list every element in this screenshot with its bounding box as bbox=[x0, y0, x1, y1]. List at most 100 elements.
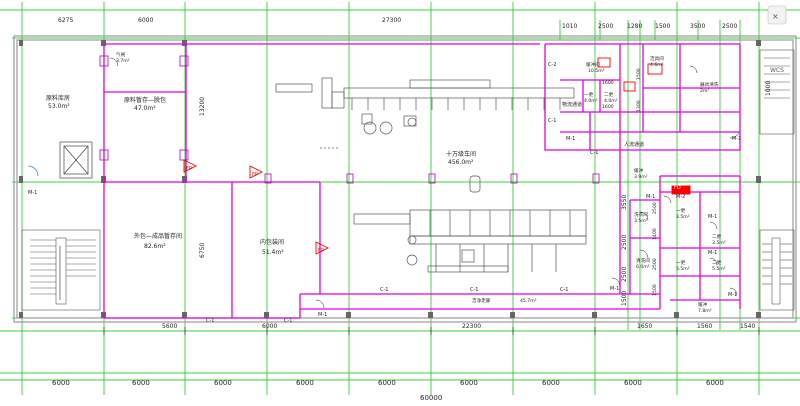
dim-bottom1-1: 6000 bbox=[262, 323, 277, 330]
stairwell-left bbox=[21, 229, 101, 311]
room-rb5-area: 2m² bbox=[700, 88, 709, 94]
dim-side-right-2: 2500 bbox=[621, 235, 628, 250]
dim-bottom1-3: 1650 bbox=[637, 323, 652, 330]
room-rb5-name: 器具清洗 bbox=[700, 81, 719, 88]
clean-partitions bbox=[103, 43, 741, 319]
room-rb2-name: 一更 bbox=[584, 92, 594, 98]
dim-bottom1-4: 1560 bbox=[697, 323, 712, 330]
dim-side-right-3: 2500 bbox=[621, 267, 628, 282]
viewer-close-icon[interactable]: × bbox=[772, 12, 779, 21]
column-markers bbox=[264, 173, 600, 184]
label-material-corridor: 物流通道 bbox=[562, 101, 582, 108]
dim-bottom2-3: 6000 bbox=[296, 379, 314, 387]
dim-bottom1-2: 22300 bbox=[462, 323, 481, 330]
dim-inner-5: 1400 bbox=[652, 228, 658, 240]
axis-ticks bbox=[103, 327, 760, 335]
dim-bottom2-2: 6000 bbox=[214, 379, 232, 387]
room-corridor-area: 45.7m² bbox=[520, 298, 537, 304]
room-unpack-area: 47.0m² bbox=[134, 105, 156, 112]
door-code-2: M-1 bbox=[318, 312, 327, 318]
window-code-2: C-1 bbox=[470, 287, 478, 293]
window-code-6: C-1 bbox=[590, 150, 598, 156]
room-rb8-area: 6.0m² bbox=[636, 264, 650, 270]
room-rb3-area: 4.0m² bbox=[604, 98, 618, 104]
dim-top-8: 2500 bbox=[722, 23, 737, 30]
window-code-7: C-2 bbox=[548, 62, 556, 68]
stairwell-right-top bbox=[759, 49, 795, 135]
pass-box-text-3: FP bbox=[318, 248, 324, 254]
room-rb2-area: 4.0m² bbox=[584, 98, 598, 104]
window-code-3: C-1 bbox=[560, 287, 568, 293]
dim-inner-4: 2500 bbox=[652, 202, 658, 214]
room-rb10-area: 3.5m² bbox=[712, 240, 726, 246]
dim-bottom2-5: 6000 bbox=[460, 379, 478, 387]
room-rb1-area: 10.5m² bbox=[588, 68, 605, 74]
dim-bottom2-7: 6000 bbox=[624, 379, 642, 387]
room-rb6-name: 缓冲 bbox=[634, 167, 644, 174]
room-corridor-name: 洁净走廊 bbox=[472, 297, 491, 304]
dim-top-1: 6000 bbox=[138, 17, 153, 24]
room-archive-name: 原料库房 bbox=[46, 94, 70, 102]
room-rb6-area: 3.9m² bbox=[634, 174, 648, 180]
dim-bottom2-8: 6000 bbox=[706, 379, 724, 387]
door-swings bbox=[27, 127, 741, 177]
door-code-4: M-1 bbox=[732, 136, 741, 142]
room-rb11-name: 一更 bbox=[676, 260, 686, 266]
door-swings-black bbox=[109, 57, 738, 309]
dim-bottom2-0: 6000 bbox=[52, 379, 70, 387]
room-rb8-name: 清洗间 bbox=[636, 257, 650, 264]
pass-box-text-2: FP bbox=[252, 172, 258, 178]
dim-side-right-4: 1500 bbox=[621, 291, 628, 306]
viewer-wcs-label[interactable]: WCS bbox=[770, 67, 784, 74]
door-code-5: M-1 bbox=[646, 194, 655, 200]
door-code-7: M-1 bbox=[708, 250, 717, 256]
room-inner-area: 51.4m² bbox=[262, 249, 284, 256]
room-outer-name: 外包—成品暂存间 bbox=[134, 232, 182, 240]
room-rb13-name: 缓冲 bbox=[698, 301, 708, 308]
door-code-1: M-1 bbox=[28, 190, 37, 196]
dim-top-6: 1500 bbox=[655, 23, 670, 30]
viewcube-icon[interactable] bbox=[767, 5, 787, 25]
room-rb9-area: 3.5m² bbox=[676, 214, 690, 220]
dim-side-right-0: 1000 bbox=[765, 81, 772, 96]
dim-inner-3: 1300 bbox=[636, 100, 642, 112]
room-rb12-area: 5.5m² bbox=[712, 266, 726, 272]
room-rb12-name: 二更 bbox=[712, 260, 722, 266]
room-rb7-area: 3.5m² bbox=[634, 218, 648, 224]
door-code-8: M-1 bbox=[728, 292, 737, 298]
room-main-area: 456.0m² bbox=[448, 159, 474, 166]
dim-top-3: 1010 bbox=[562, 23, 577, 30]
dim-inner-6: 2500 bbox=[652, 258, 658, 270]
dim-bottom2-1: 6000 bbox=[132, 379, 150, 387]
production-line-lower bbox=[353, 175, 587, 273]
dim-top-2: 27300 bbox=[382, 17, 401, 24]
dim-inner-1: 1600 bbox=[602, 104, 614, 110]
red-tag-text: FD bbox=[674, 185, 681, 191]
production-line-upper bbox=[275, 77, 575, 149]
window-code-5: C-1 bbox=[284, 318, 292, 324]
room-outer-area: 82.6m² bbox=[144, 243, 166, 250]
room-rb13-area: 7.8m² bbox=[698, 308, 712, 314]
window-code-8: C-1 bbox=[548, 118, 556, 124]
dim-bottom-total: 60000 bbox=[420, 394, 442, 401]
room-rb10-name: 二更 bbox=[712, 234, 722, 240]
pass-box-text-1: FP bbox=[186, 166, 192, 172]
dim-side-right-1: 3550 bbox=[621, 195, 628, 210]
room-airlock-name: 气闸 bbox=[116, 51, 126, 58]
dim-inner-2: 1500 bbox=[636, 68, 642, 80]
room-inner-name: 内包装间 bbox=[260, 238, 284, 246]
room-rb4-area: 4.6m² bbox=[650, 62, 664, 68]
elevator-shaft bbox=[59, 141, 93, 179]
pass-box-tags bbox=[183, 57, 691, 255]
stairwell-right bbox=[759, 229, 795, 311]
dim-side-left-0: 13200 bbox=[199, 97, 206, 116]
room-unpack-name: 原料暂存—脱包 bbox=[124, 96, 166, 104]
dim-bottom2-6: 6000 bbox=[542, 379, 560, 387]
room-main-name: 十万级车间 bbox=[446, 150, 476, 158]
dim-inner-0: 1600 bbox=[602, 80, 614, 86]
room-rb4-name: 洁具间 bbox=[650, 55, 664, 62]
room-rb1-name: 缓冲间 bbox=[586, 61, 600, 68]
room-archive-area: 53.0m² bbox=[48, 103, 70, 110]
